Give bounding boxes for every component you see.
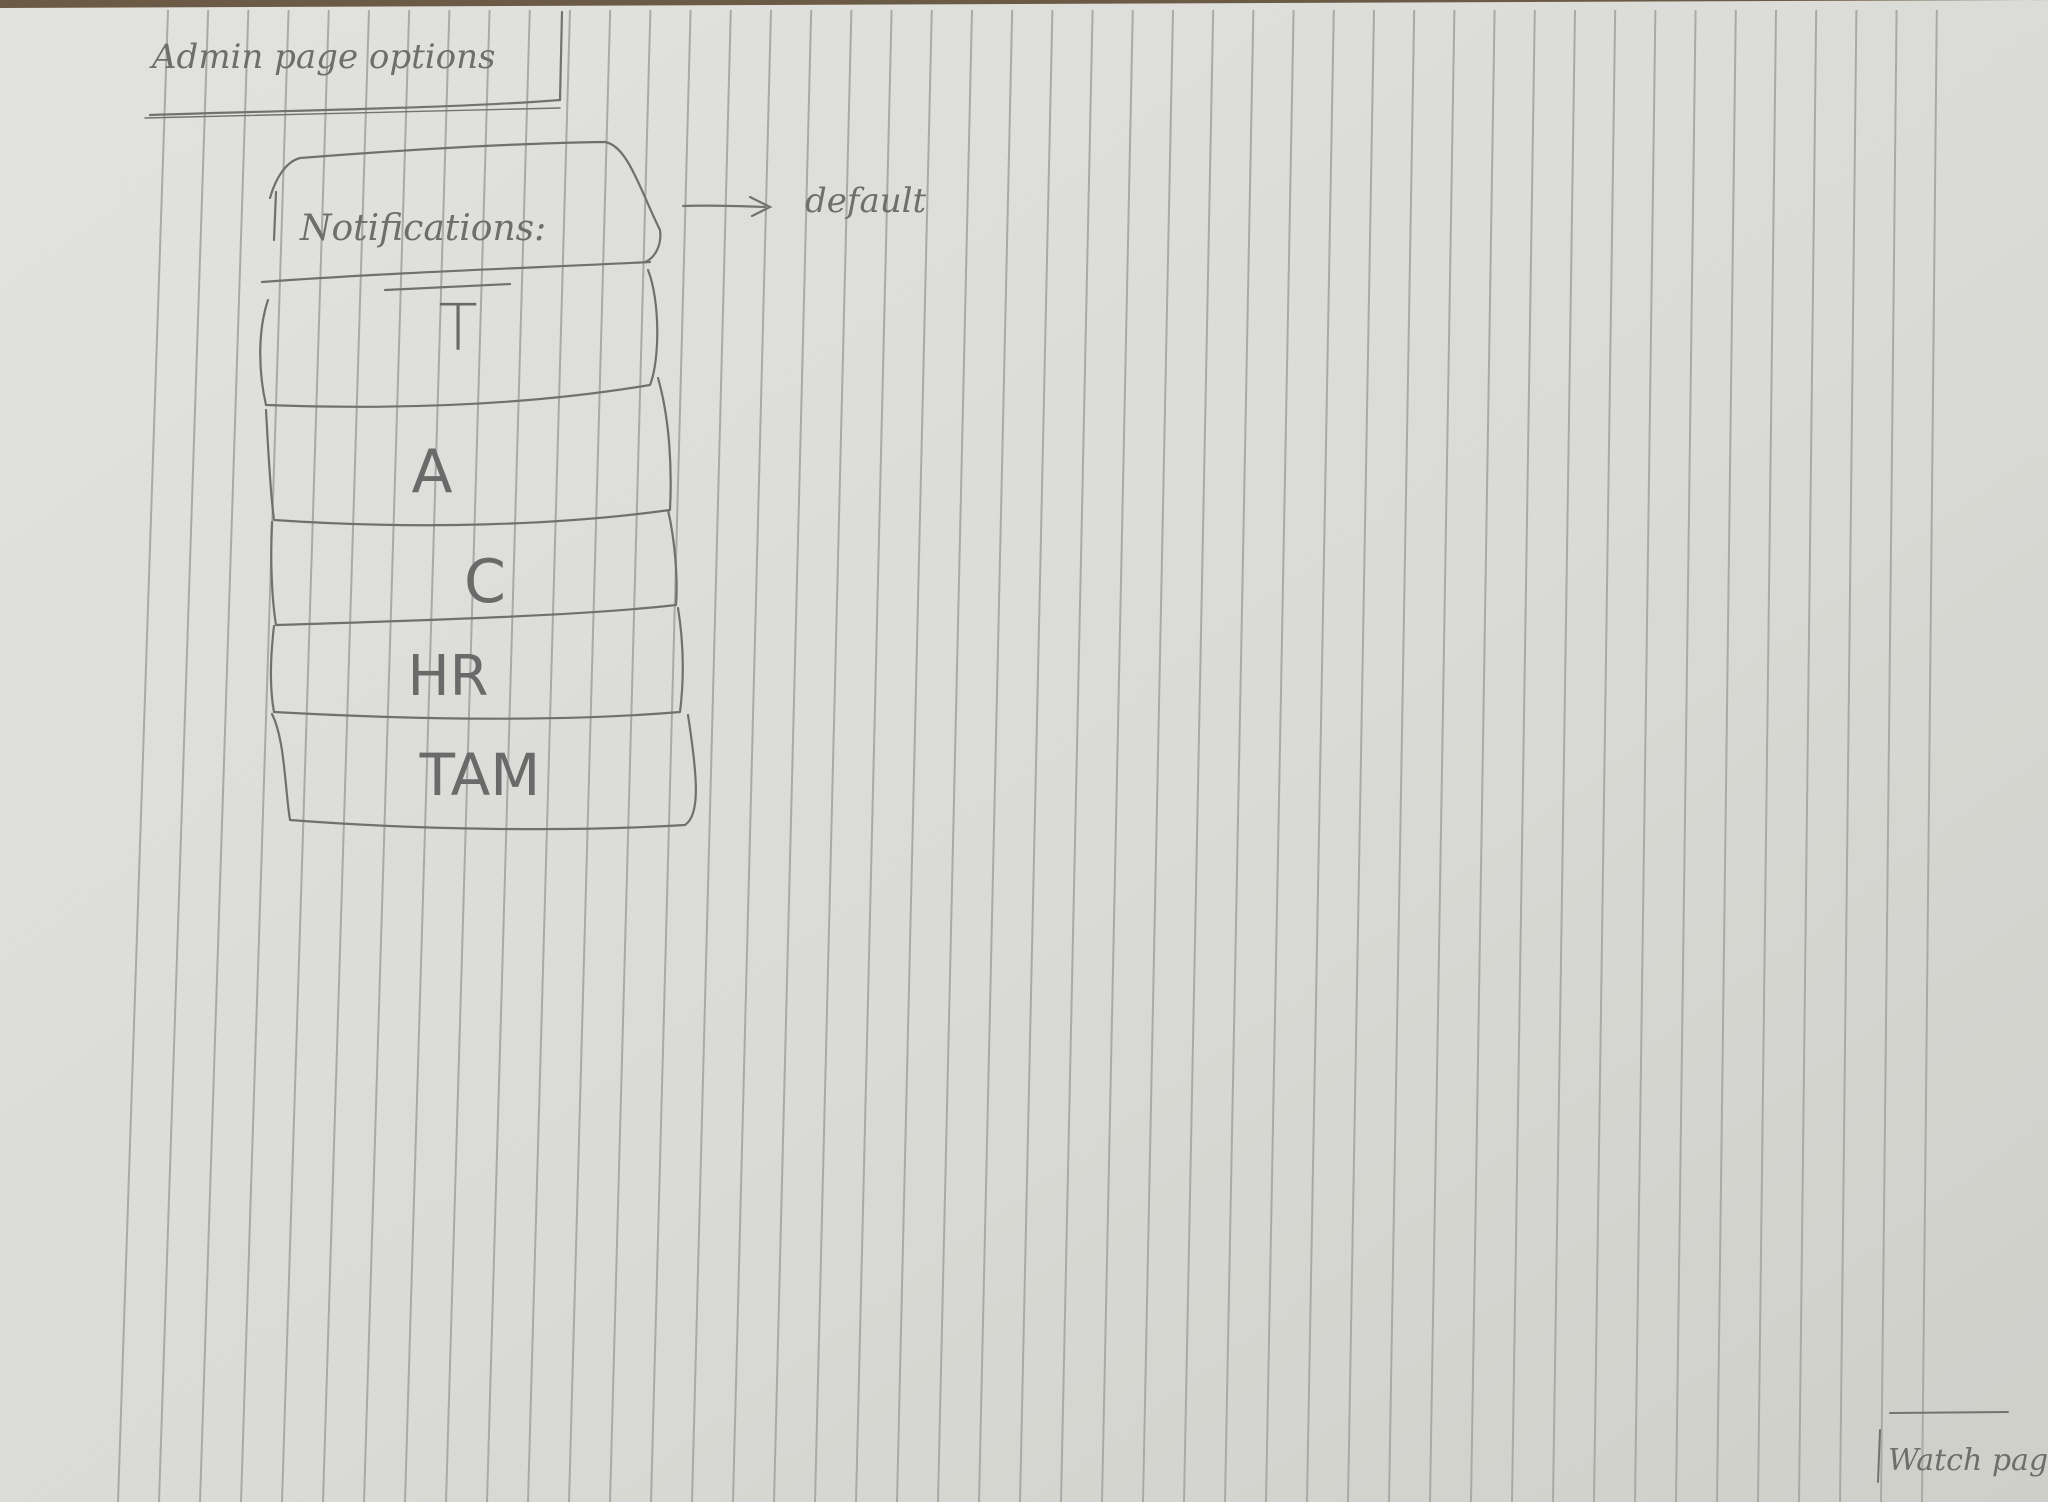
ruling-line	[609, 9, 652, 1502]
ruling-line	[896, 9, 933, 1502]
notification-item-label: TAM	[419, 741, 541, 809]
ruling-line	[1142, 9, 1174, 1502]
notification-item-label: HR	[407, 644, 488, 709]
ruling-line	[1593, 9, 1617, 1502]
notifications-stack	[259, 140, 697, 831]
ruling-line	[240, 9, 290, 1502]
notification-item-box	[269, 606, 684, 720]
footer-note: Watch page	[1888, 1443, 2048, 1478]
ruling-line	[1224, 9, 1255, 1502]
ruling-line	[1552, 9, 1576, 1502]
ruling-lines	[117, 9, 1938, 1502]
ruling-line	[1183, 9, 1215, 1502]
ruling-line	[527, 9, 571, 1502]
ruling-line	[199, 9, 250, 1502]
ruling-line	[158, 9, 210, 1502]
ruling-line	[1101, 9, 1134, 1502]
ruling-line	[1798, 9, 1818, 1502]
ruling-line	[1265, 9, 1295, 1502]
notification-item-box	[270, 508, 678, 627]
ruling-line	[650, 9, 692, 1502]
ruling-line	[363, 9, 411, 1502]
ruling-line	[1019, 9, 1054, 1502]
footer-note-mark	[1877, 1411, 2009, 1483]
ruling-line	[814, 9, 853, 1502]
page-title-box	[144, 10, 564, 119]
notification-item-box	[264, 376, 672, 527]
ruling-line	[1511, 9, 1536, 1502]
ruling-line	[322, 9, 370, 1502]
ruling-line	[937, 9, 973, 1502]
page-title: Admin page options	[149, 37, 495, 77]
ruling-line	[1429, 9, 1456, 1502]
notification-item-box	[259, 268, 659, 408]
ruling-line	[445, 9, 491, 1502]
ruling-line	[117, 9, 169, 1502]
notification-item-label: A	[411, 437, 452, 507]
ruling-line	[404, 9, 451, 1502]
notifications-header-label: Notifications:	[299, 208, 546, 249]
ruling-line	[978, 9, 1014, 1502]
ruling-line	[1470, 9, 1496, 1502]
notification-item-box	[270, 712, 697, 831]
notification-item-label: T	[438, 292, 477, 366]
ruling-line	[1716, 9, 1737, 1502]
notification-item-label: C	[464, 547, 506, 617]
ruling-line	[855, 9, 893, 1502]
notifications-header-box	[268, 140, 662, 264]
ruling-line	[1675, 9, 1697, 1502]
arrow-icon	[681, 195, 773, 218]
ruling-line	[1306, 9, 1335, 1502]
ruling-line	[568, 9, 612, 1502]
ruling-line	[486, 9, 531, 1502]
ruling-line	[773, 9, 813, 1502]
ruling-line	[1060, 9, 1094, 1502]
default-note: default	[805, 181, 927, 221]
ruling-line	[1634, 9, 1657, 1502]
ruling-line	[1757, 9, 1777, 1502]
ruling-line	[1880, 9, 1898, 1502]
ruling-line	[691, 9, 732, 1502]
ruling-line	[1347, 9, 1375, 1502]
ruling-line	[281, 9, 330, 1502]
ruling-line	[1921, 9, 1938, 1502]
ruling-line	[1839, 9, 1858, 1502]
ruling-line	[732, 9, 772, 1502]
ruling-line	[1388, 9, 1416, 1502]
